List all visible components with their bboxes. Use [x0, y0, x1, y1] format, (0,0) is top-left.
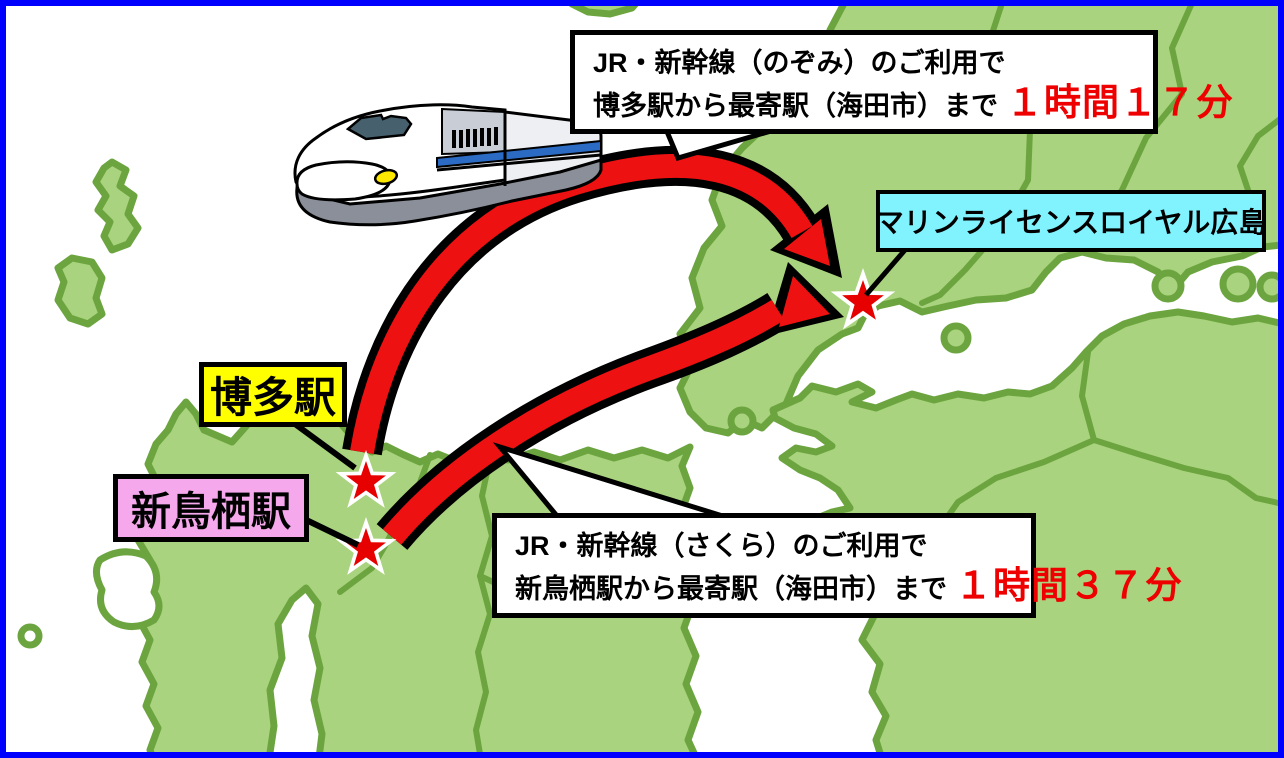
hakata-connector-line	[293, 421, 357, 471]
iki-island	[54, 254, 106, 328]
omura-bay-inlet	[93, 548, 163, 630]
goto-islet	[17, 623, 43, 649]
destination-label: マリンライセンスロイヤル広島	[876, 190, 1266, 252]
seto-islet-2	[1151, 269, 1185, 303]
sakura-route-callout: JR・新幹線（さくら）のご利用で 新鳥栖駅から最寄駅（海田市）まで １時間３７分	[492, 513, 1182, 618]
nozomi-line1: JR・新幹線（のぞみ）のご利用で	[593, 48, 1006, 78]
shintosu-station-star	[335, 517, 397, 575]
nozomi-route-callout: JR・新幹線（のぞみ）のご利用で 博多駅から最寄駅（海田市）まで １時間１７分	[570, 30, 1233, 134]
hakata-station-star	[335, 450, 397, 508]
kanmon-islet	[727, 406, 757, 436]
sakura-route-text: 新鳥栖駅から最寄駅（海田市）まで	[515, 574, 947, 604]
hakata-station-label: 博多駅	[199, 362, 347, 427]
tsushima-island	[92, 158, 142, 254]
headlight	[373, 168, 399, 186]
prefecture-border	[473, 455, 495, 752]
route-arrow-sakura	[376, 262, 844, 550]
sakura-travel-time: １時間３７分	[955, 565, 1183, 606]
seto-islet-3	[1219, 265, 1257, 303]
sakura-line2: 新鳥栖駅から最寄駅（海田市）まで １時間３７分	[515, 566, 1182, 609]
seto-islet-4	[1256, 271, 1278, 303]
prefecture-border	[1091, 437, 1278, 506]
destination-star	[830, 268, 896, 330]
top-edge-island	[569, 6, 639, 18]
prefecture-border	[1079, 349, 1097, 443]
nozomi-line2: 博多駅から最寄駅（海田市）まで １時間１７分	[593, 83, 1233, 126]
sakura-line1: JR・新幹線（さくら）のご利用で	[515, 531, 928, 561]
seto-islet-1	[940, 322, 972, 354]
station-star-markers	[335, 268, 896, 575]
destination-connector-line	[864, 248, 907, 297]
shintosu-station-label: 新鳥栖駅	[113, 474, 309, 542]
nozomi-route-text: 博多駅から最寄駅（海田市）まで	[593, 91, 998, 121]
nozomi-travel-time: １時間１７分	[1006, 82, 1234, 123]
ariake-sea-inlet	[266, 584, 326, 752]
